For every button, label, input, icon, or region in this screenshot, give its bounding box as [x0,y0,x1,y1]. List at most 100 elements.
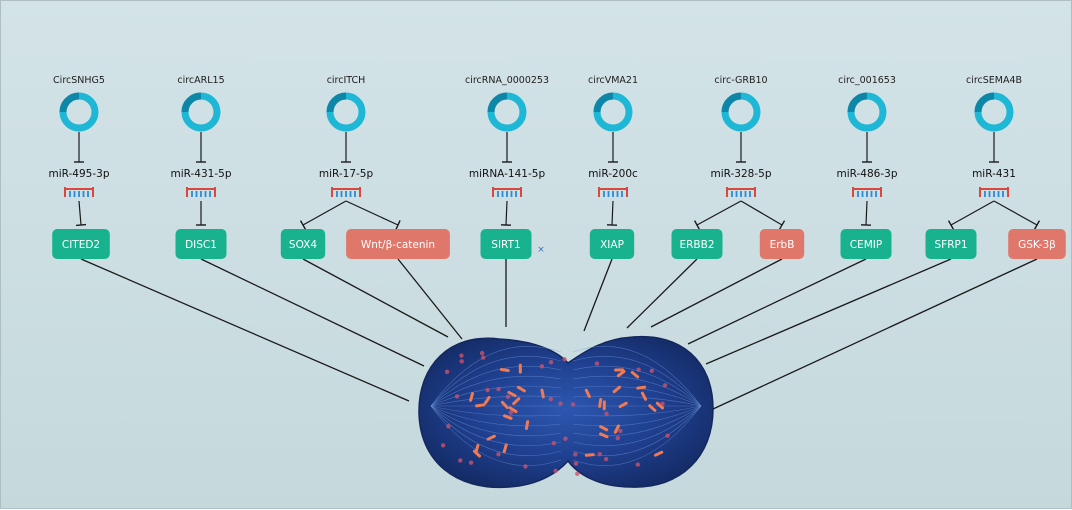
vesicle [549,397,553,401]
inhibition-bar [301,221,306,230]
inhibition-line [951,201,994,225]
vesicle [455,394,459,398]
vesicle [665,434,669,438]
vesicle [573,452,577,456]
mirna-label: miR-431 [972,168,1016,180]
inhibition-line [697,201,741,225]
vesicle [446,424,450,428]
mirna-label: miR-200c [588,168,638,180]
circrna-label: circ-GRB10 [714,75,767,86]
vesicle [459,353,463,357]
vesicle [485,388,489,392]
vesicle [552,441,556,445]
mirna-icon [493,187,521,197]
vesicle [616,436,620,440]
mirna-icon [332,187,360,197]
vesicle [445,370,449,374]
cell-link-line [584,259,612,331]
vesicle [523,464,527,468]
vesicle [571,402,575,406]
mirna-label: miR-486-3p [837,168,898,180]
vesicle [549,360,553,364]
vesicle [496,387,500,391]
circrna-label: circRNA_0000253 [465,75,549,86]
inhibition-line [506,201,507,225]
mirna-icon [599,187,627,197]
vesicle [636,367,640,371]
mirna-icon [727,187,755,197]
vesicle [553,469,557,473]
target-label: DISC1 [185,239,217,251]
mirna-label: miR-431-5p [171,168,232,180]
circrna-ring-segment [851,96,867,112]
inhibition-line [866,201,867,225]
inhibition-line [994,201,1037,225]
target-label: Wnt/β-catenin [361,239,435,251]
circrna-label: circARL15 [177,75,224,86]
inhibition-line [346,201,398,225]
vesicle [480,351,484,355]
target-label: ErbB [770,239,795,251]
chromosome [519,364,522,374]
vesicle [469,460,473,464]
inhibition-bar [396,220,400,229]
vesicle [604,457,608,461]
target-label: SOX4 [289,239,317,251]
vesicle [506,395,510,399]
vesicle [496,452,500,456]
vesicle [481,355,485,359]
circrna-label: circITCH [327,75,366,86]
cell-link-line [651,259,782,327]
inhibition-bar [76,225,86,226]
circrna-ring-segment [978,96,994,112]
vesicle [558,401,562,405]
mirna-icon [853,187,881,197]
mirna-label: miR-495-3p [49,168,110,180]
vesicle [604,412,608,416]
inhibition-bar [949,221,954,230]
vesicle [540,364,544,368]
vesicle [460,359,464,363]
inhibition-bar [695,221,700,230]
inhibition-line [741,201,782,225]
mirna-label: miR-17-5p [319,168,374,180]
vesicle [574,461,578,465]
target-label: CEMIP [850,239,882,251]
vesicle [636,462,640,466]
mirna-icon [187,187,215,197]
chromosome [603,400,606,410]
mirna-label: miR-328-5p [711,168,772,180]
circrna-label: circSEMA4B [966,75,1022,86]
cell-link-line [688,259,866,344]
vesicle [563,437,567,441]
mirna-label: miRNA-141-5p [469,168,546,180]
vesicle [618,429,622,433]
vesicle [598,452,602,456]
vesicle [663,383,667,387]
vesicle [458,458,462,462]
vesicle [441,443,445,447]
circrna-ring-segment [185,96,201,112]
cell-link-line [706,259,951,364]
circrna-ring-segment [491,96,507,112]
circrna-label: CircSNHG5 [53,75,105,86]
stray-mark: × [537,245,545,255]
target-label: CITED2 [62,239,100,251]
vesicle [660,402,664,406]
cell-link-line [713,259,1037,409]
inhibition-line [612,201,613,225]
circrna-ring-segment [330,96,346,112]
mirna-icon [65,187,93,197]
vesicle [562,357,566,361]
inhibition-line [79,201,81,225]
target-label: GSK-3β [1018,239,1056,251]
circrna-ring-segment [725,96,741,112]
